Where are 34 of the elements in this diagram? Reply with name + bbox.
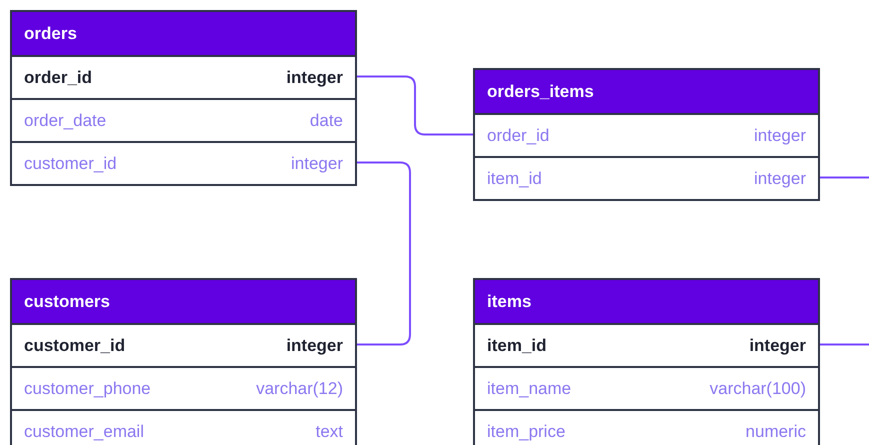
table-header: orders [12, 12, 355, 55]
column-type: date [310, 110, 343, 132]
column-name: customer_id [24, 152, 117, 175]
column-type: integer [286, 66, 343, 89]
column-name: item_id [487, 168, 542, 190]
connector-line [820, 344, 869, 346]
column-name: customer_phone [24, 378, 151, 400]
connector-line [820, 176, 869, 178]
column-type: numeric [746, 420, 806, 443]
table-header: customers [12, 280, 355, 323]
column-name: item_id [487, 334, 547, 357]
column-type: text [316, 420, 343, 443]
column-name: order_date [24, 110, 106, 132]
column-type: integer [749, 334, 806, 357]
column-name: item_name [487, 378, 572, 400]
column-type: integer [754, 124, 806, 147]
entity-table [10, 278, 357, 445]
table-header: orders_items [475, 70, 818, 113]
connector-line [357, 162, 411, 346]
column-name: item_price [487, 420, 566, 443]
column-name: order_id [487, 124, 550, 147]
entity-table [473, 68, 820, 201]
column-type: varchar(12) [256, 378, 343, 400]
column-name: customer_email [24, 420, 144, 443]
column-type: integer [291, 152, 343, 175]
column-type: varchar(100) [710, 378, 806, 400]
column-name: order_id [24, 66, 92, 89]
column-name: customer_id [24, 334, 126, 357]
entity-table [473, 278, 820, 445]
column-type: integer [754, 168, 806, 190]
entity-table [10, 10, 357, 186]
column-type: integer [286, 334, 343, 357]
table-header: items [475, 280, 818, 323]
connector-line [357, 76, 473, 136]
